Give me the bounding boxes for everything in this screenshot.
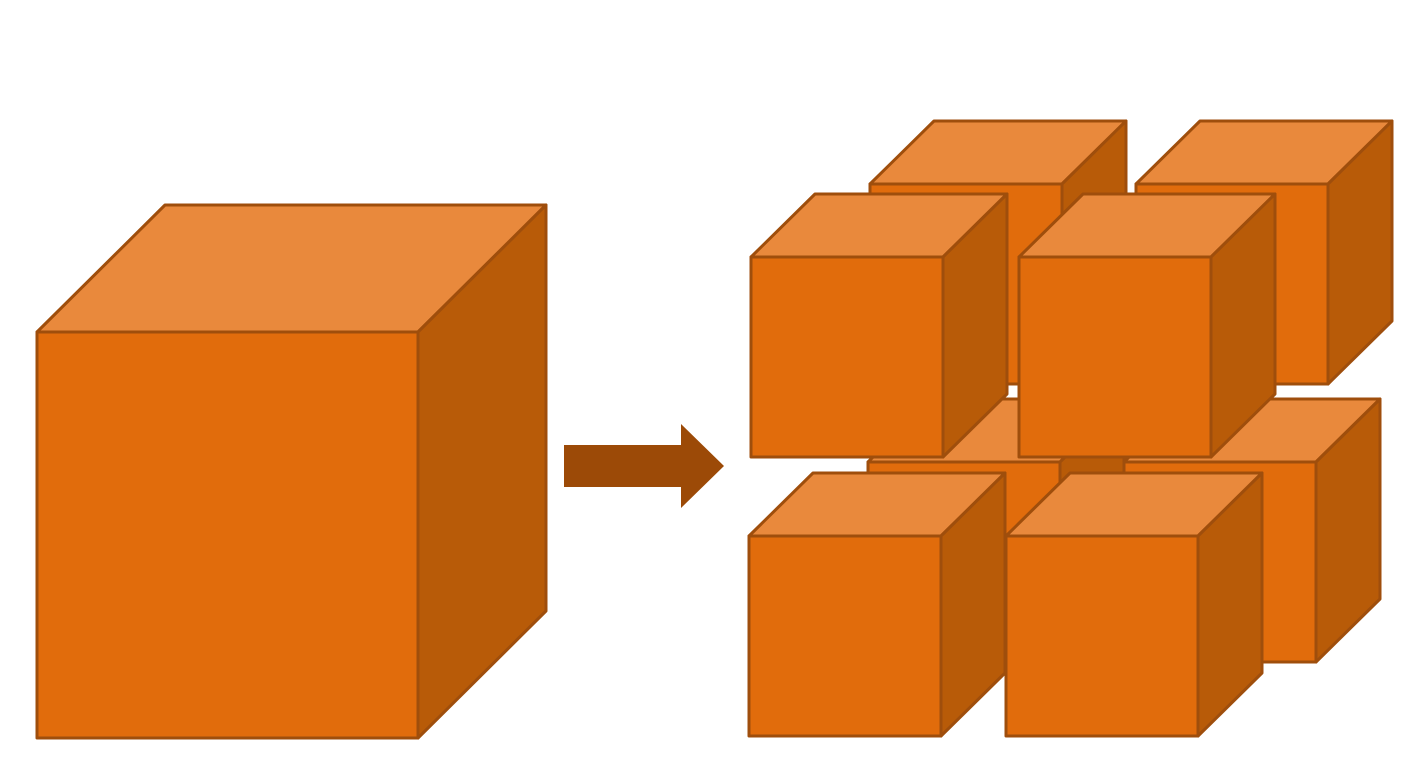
cube-front-face (1017, 255, 1213, 459)
small-cube-front-bottom-right (1004, 471, 1264, 738)
small-cube-front-top-left (749, 192, 1009, 459)
cube-front-face (1004, 534, 1200, 738)
small-cube-front-bottom-left (747, 471, 1007, 738)
large-cube (35, 203, 548, 740)
cube-front-face (749, 255, 945, 459)
cube-front-face (35, 330, 420, 740)
arrow-right-icon (564, 424, 724, 508)
small-cube-front-top-right (1017, 192, 1277, 459)
cube-front-face (747, 534, 943, 738)
